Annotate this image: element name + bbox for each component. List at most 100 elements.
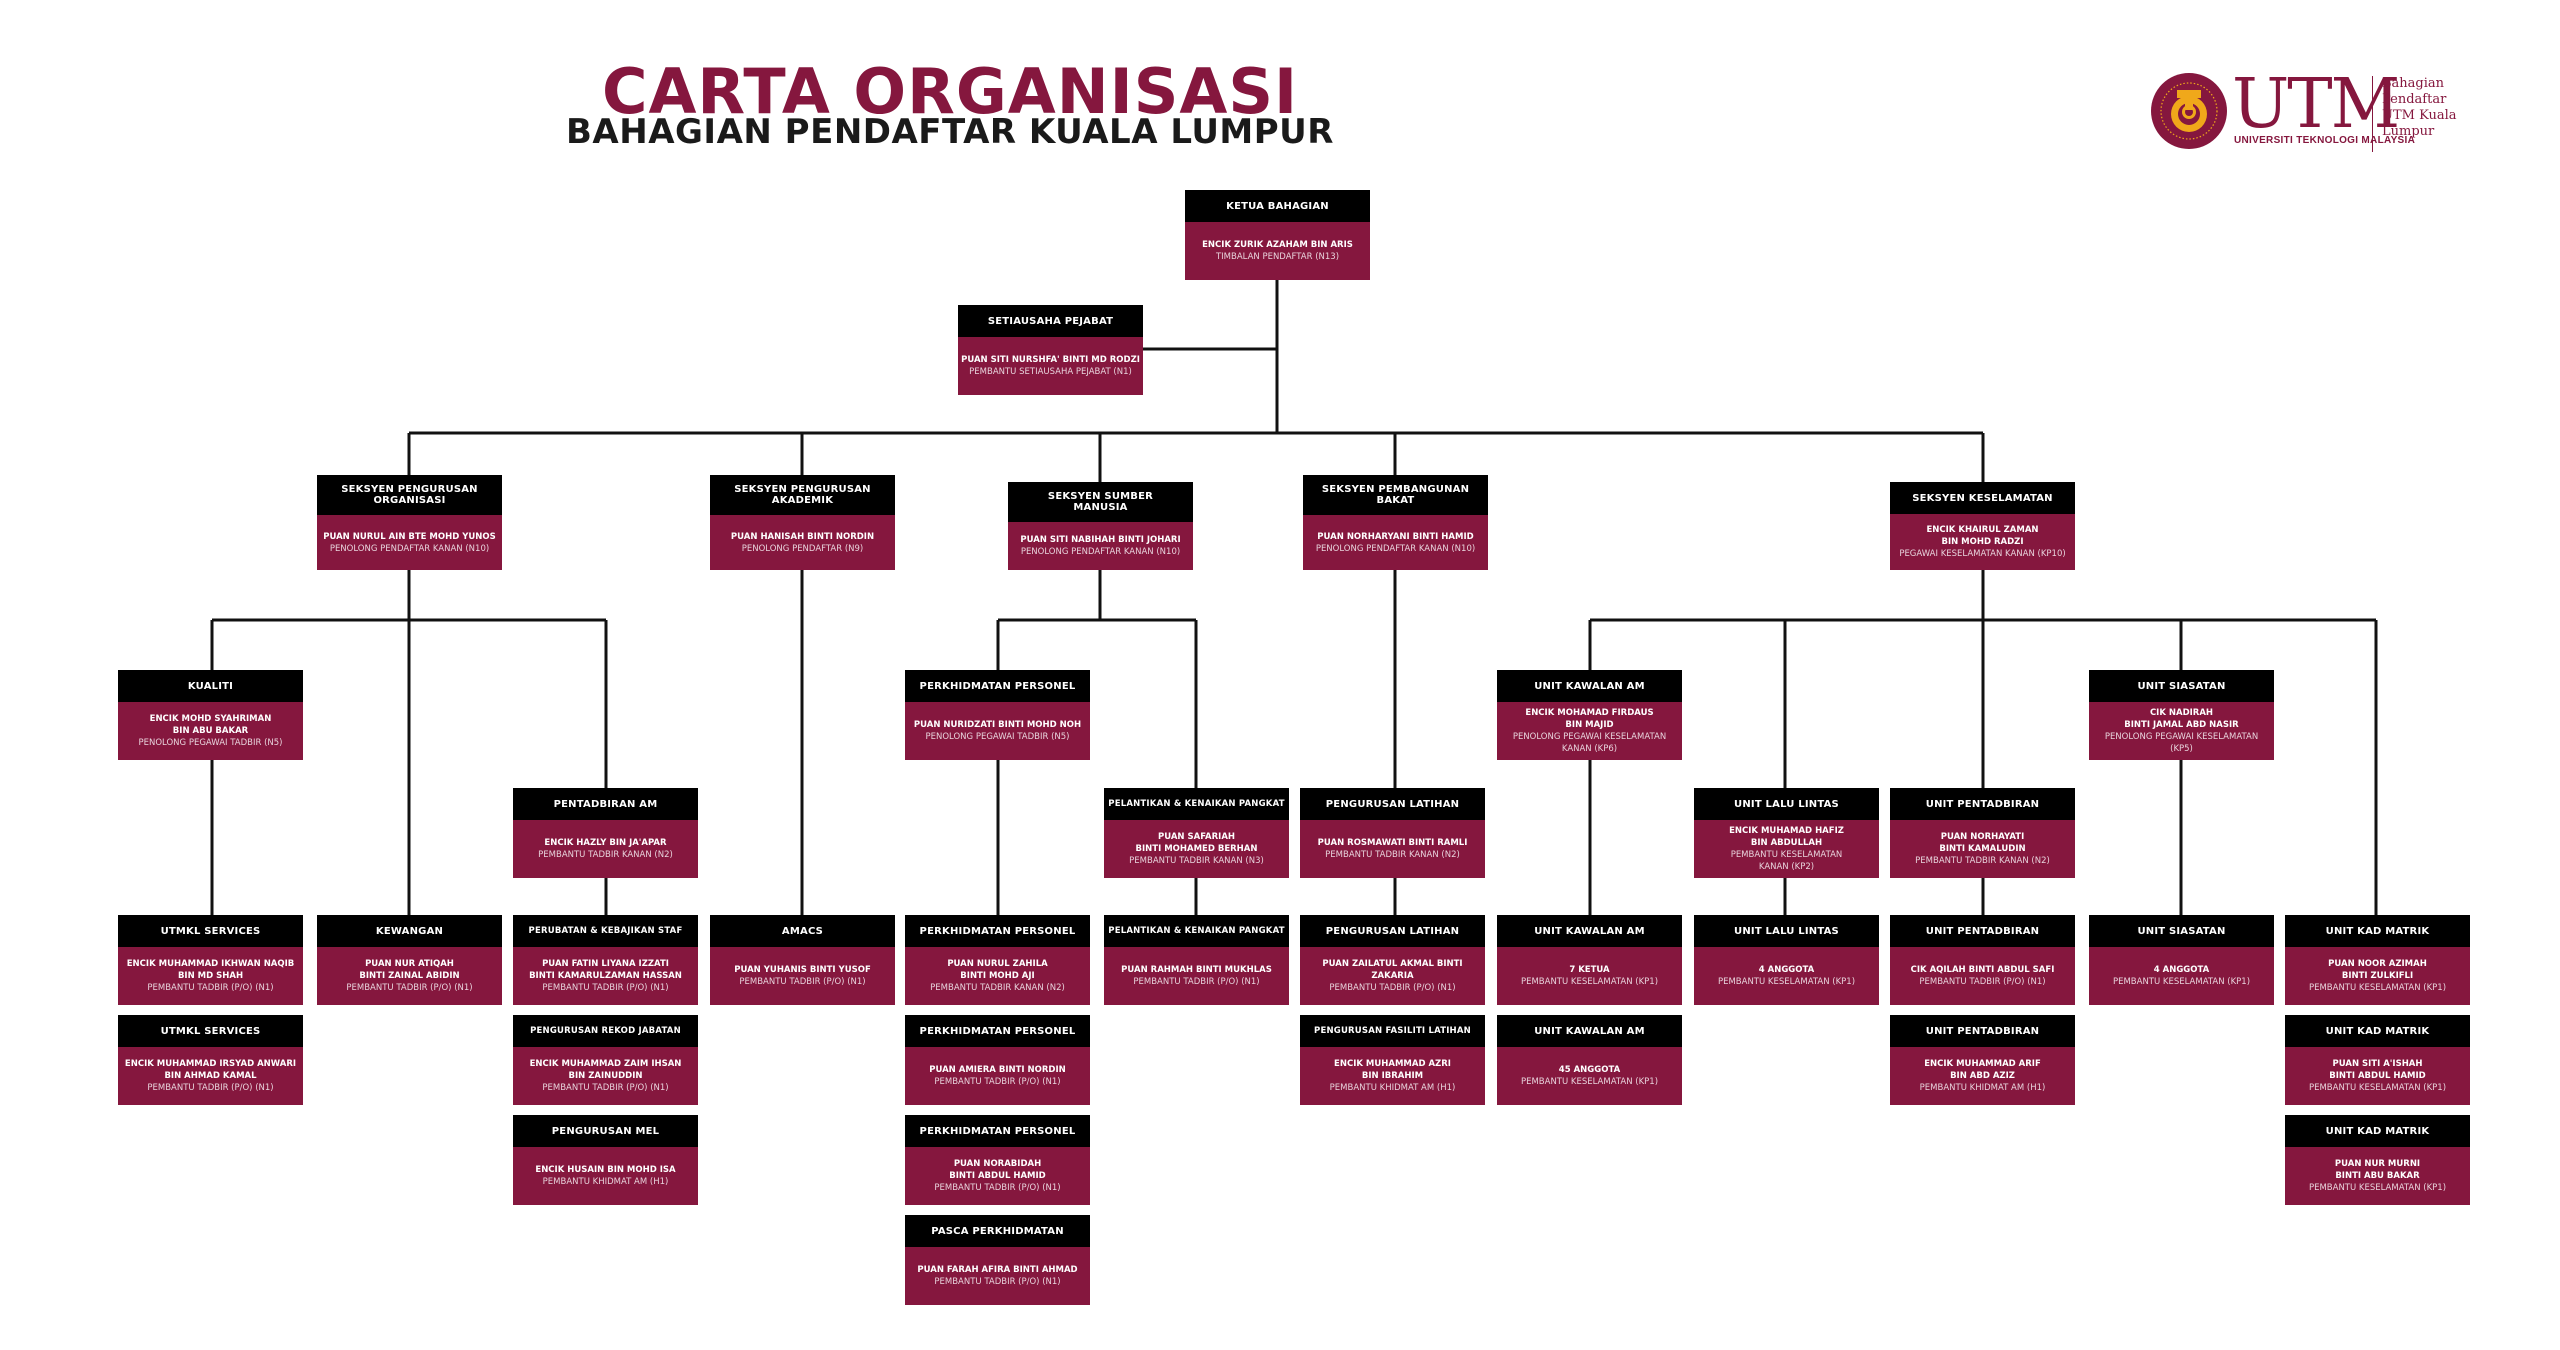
node-role: PEMBANTU KHIDMAT AM (H1)	[1329, 1083, 1456, 1093]
utm-emblem-icon	[2151, 73, 2227, 149]
node-name: PUAN NURIDZATI BINTI MOHD NOH	[913, 720, 1082, 730]
node-name: ENCIK MUHAMMAD ARIF BIN ABD AZIZ	[1924, 1059, 2041, 1081]
logo-unit-line2: UTM Kuala Lumpur	[2382, 108, 2457, 139]
node-name: PUAN ROSMAWATI BINTI RAMLI	[1317, 838, 1468, 848]
node-title: UNIT KAD MATRIK	[2285, 915, 2470, 947]
node-role: PENOLONG PENDAFTAR (N9)	[741, 543, 864, 554]
node-title: UNIT PENTADBIRAN	[1890, 915, 2075, 947]
node-role: PENOLONG PEGAWAI TADBIR (N5)	[925, 732, 1070, 742]
org-node-perkhidmatan-personel-1: PERKHIDMATAN PERSONEL PUAN NURUL ZAHILA …	[905, 915, 1090, 1005]
org-node-seksyen-akademik: SEKSYEN PENGURUSAN AKADEMIK PUAN HANISAH…	[710, 475, 895, 570]
org-node-unit-kawalan-am-head: UNIT KAWALAN AM ENCIK MOHAMAD FIRDAUS BI…	[1497, 670, 1682, 760]
node-name: ENCIK MUHAMMAD IKHWAN NAQIB BIN MD SHAH	[126, 959, 295, 981]
node-role: PEMBANTU TADBIR (P/O) (N1)	[542, 983, 669, 993]
node-role: PEMBANTU TADBIR (P/O) (N1)	[934, 1183, 1061, 1193]
node-name: PUAN NORABIDAH BINTI ABDUL HAMID	[949, 1159, 1046, 1181]
node-title: UNIT KAD MATRIK	[2285, 1015, 2470, 1047]
node-title: UNIT SIASATAN	[2089, 670, 2274, 702]
node-role: PEMBANTU TADBIR (P/O) (N1)	[1133, 977, 1260, 987]
node-name: PUAN ZAILATUL AKMAL BINTI ZAKARIA	[1322, 959, 1463, 981]
node-title: UNIT PENTADBIRAN	[1890, 788, 2075, 820]
node-role: PEMBANTU TADBIR KANAN (N2)	[930, 983, 1065, 993]
node-name: ENCIK MUHAMMAD AZRI BIN IBRAHIM	[1334, 1059, 1451, 1081]
node-role: PEMBANTU SETIAUSAHA PEJABAT (N1)	[969, 367, 1132, 377]
node-role: PEMBANTU TADBIR (P/O) (N1)	[346, 983, 473, 993]
node-name: ENCIK MUHAMMAD IRSYAD ANWARI BIN AHMAD K…	[124, 1059, 297, 1081]
node-role: PENOLONG PENDAFTAR KANAN (N10)	[329, 543, 490, 554]
node-title: PELANTIKAN & KENAIKAN PANGKAT	[1104, 915, 1289, 947]
node-name: PUAN NURUL AIN BTE MOHD YUNOS	[323, 531, 496, 542]
logo-unit-text: Bahagian Pendaftar UTM Kuala Lumpur	[2382, 76, 2510, 140]
org-node-pengurusan-rekod-jabatan: PENGURUSAN REKOD JABATAN ENCIK MUHAMMAD …	[513, 1015, 698, 1105]
node-name: PUAN NURUL ZAHILA BINTI MOHD AJI	[947, 959, 1048, 981]
org-node-pengurusan-mel: PENGURUSAN MEL ENCIK HUSAIN BIN MOHD ISA…	[513, 1115, 698, 1205]
node-name: ENCIK MOHAMAD FIRDAUS BIN MAJID	[1525, 708, 1654, 730]
org-node-unit-siasatan-head: UNIT SIASATAN CIK NADIRAH BINTI JAMAL AB…	[2089, 670, 2274, 760]
node-title: SEKSYEN PENGURUSAN AKADEMIK	[710, 475, 895, 515]
org-node-utmkl-services-2: UTMKL SERVICES ENCIK MUHAMMAD IRSYAD ANW…	[118, 1015, 303, 1105]
node-role: PEMBANTU KESELAMATAN (KP1)	[1520, 977, 1659, 987]
node-name: PUAN NUR ATIQAH BINTI ZAINAL ABIDIN	[359, 959, 460, 981]
node-role: PEMBANTU TADBIR (P/O) (N1)	[739, 977, 866, 987]
node-role: PENOLONG PEGAWAI TADBIR (N5)	[138, 738, 283, 748]
node-name: ENCIK MOHD SYAHRIMAN BIN ABU BAKAR	[149, 714, 272, 736]
node-name: PUAN SITI NURSHFA' BINTI MD RODZI	[961, 355, 1140, 365]
node-title: UNIT KAWALAN AM	[1497, 670, 1682, 702]
node-title: PELANTIKAN & KENAIKAN PANGKAT	[1104, 788, 1289, 820]
org-node-setiausaha-pejabat: SETIAUSAHA PEJABAT PUAN SITI NURSHFA' BI…	[958, 305, 1143, 395]
node-name: PUAN SITI NABIHAH BINTI JOHARI	[1020, 535, 1181, 545]
node-name: PUAN SAFARIAH BINTI MOHAMED BERHAN	[1135, 832, 1258, 854]
node-role: PENOLONG PENDAFTAR KANAN (N10)	[1315, 543, 1476, 554]
node-title: UNIT LALU LINTAS	[1694, 788, 1879, 820]
logo-university: UNIVERSITI TEKNOLOGI MALAYSIA	[2234, 135, 2416, 146]
node-role: PEMBANTU TADBIR (P/O) (N1)	[1919, 977, 2046, 987]
node-role: PEMBANTU TADBIR (P/O) (N1)	[934, 1277, 1061, 1287]
node-title: UTMKL SERVICES	[118, 915, 303, 947]
node-role: PEMBANTU TADBIR (P/O) (N1)	[147, 983, 274, 993]
node-title: PENGURUSAN LATIHAN	[1300, 788, 1485, 820]
node-role: PENOLONG PEGAWAI KESELAMATAN (KP5)	[2104, 732, 2259, 754]
node-title: PERKHIDMATAN PERSONEL	[905, 1115, 1090, 1147]
node-role: PEMBANTU KESELAMATAN (KP1)	[2112, 977, 2251, 987]
logo-divider	[2372, 76, 2373, 152]
node-name: PUAN AMIERA BINTI NORDIN	[929, 1065, 1066, 1075]
node-role: PEGAWAI KESELAMATAN KANAN (KP10)	[1899, 549, 2066, 559]
node-name: PUAN YUHANIS BINTI YUSOF	[734, 965, 871, 975]
node-name: ENCIK HAZLY BIN JA'APAR	[544, 838, 667, 848]
node-title: PERKHIDMATAN PERSONEL	[905, 670, 1090, 702]
org-node-kualiti: KUALITI ENCIK MOHD SYAHRIMAN BIN ABU BAK…	[118, 670, 303, 760]
node-name: PUAN FATIN LIYANA IZZATI BINTI KAMARULZA…	[529, 959, 682, 981]
org-node-unit-lalu-lintas-head: UNIT LALU LINTAS ENCIK MUHAMAD HAFIZ BIN…	[1694, 788, 1879, 878]
node-role: PEMBANTU TADBIR (P/O) (N1)	[1329, 983, 1456, 993]
node-name: PUAN NUR MURNI BINTI ABU BAKAR	[2334, 1159, 2421, 1181]
node-title: PERUBATAN & KEBAJIKAN STAF	[513, 915, 698, 947]
node-role: PEMBANTU KESELAMATAN (KP1)	[2308, 983, 2447, 993]
node-name: ENCIK KHAIRUL ZAMAN BIN MOHD RADZI	[1926, 525, 2039, 547]
org-node-kad-matrik-3: UNIT KAD MATRIK PUAN NUR MURNI BINTI ABU…	[2285, 1115, 2470, 1205]
node-name: PUAN FARAH AFIRA BINTI AHMAD	[917, 1265, 1078, 1275]
logo-unit-line1: Bahagian Pendaftar	[2382, 76, 2447, 107]
node-role: PEMBANTU TADBIR KANAN (N2)	[1915, 856, 2050, 866]
org-node-kewangan: KEWANGAN PUAN NUR ATIQAH BINTI ZAINAL AB…	[317, 915, 502, 1005]
node-name: ENCIK MUHAMMAD ZAIM IHSAN BIN ZAINUDDIN	[529, 1059, 682, 1081]
utm-logo: UTM UNIVERSITI TEKNOLOGI MALAYSIA Bahagi…	[2150, 68, 2510, 162]
node-role: PENOLONG PEGAWAI KESELAMATAN KANAN (KP6)	[1512, 732, 1667, 754]
org-node-unit-pentadbiran-2: UNIT PENTADBIRAN ENCIK MUHAMMAD ARIF BIN…	[1890, 1015, 2075, 1105]
node-role: PEMBANTU KESELAMATAN (KP1)	[1717, 977, 1856, 987]
node-role: TIMBALAN PENDAFTAR (N13)	[1215, 252, 1340, 262]
org-node-seksyen-keselamatan: SEKSYEN KESELAMATAN ENCIK KHAIRUL ZAMAN …	[1890, 482, 2075, 570]
org-node-pengurusan-latihan-head: PENGURUSAN LATIHAN PUAN ROSMAWATI BINTI …	[1300, 788, 1485, 878]
node-title: UNIT KAD MATRIK	[2285, 1115, 2470, 1147]
node-title: UNIT SIASATAN	[2089, 915, 2274, 947]
node-title: AMACS	[710, 915, 895, 947]
node-role: PEMBANTU KESELAMATAN KANAN (KP2)	[1730, 850, 1843, 872]
org-node-perubatan-kebajikan: PERUBATAN & KEBAJIKAN STAF PUAN FATIN LI…	[513, 915, 698, 1005]
node-role: PEMBANTU TADBIR KANAN (N2)	[538, 850, 673, 860]
org-node-seksyen-organisasi: SEKSYEN PENGURUSAN ORGANISASI PUAN NURUL…	[317, 475, 502, 570]
node-name: PUAN NORHAYATI BINTI KAMALUDIN	[1939, 832, 2026, 854]
node-title: PENGURUSAN MEL	[513, 1115, 698, 1147]
node-role: PEMBANTU TADBIR KANAN (N3)	[1129, 856, 1264, 866]
